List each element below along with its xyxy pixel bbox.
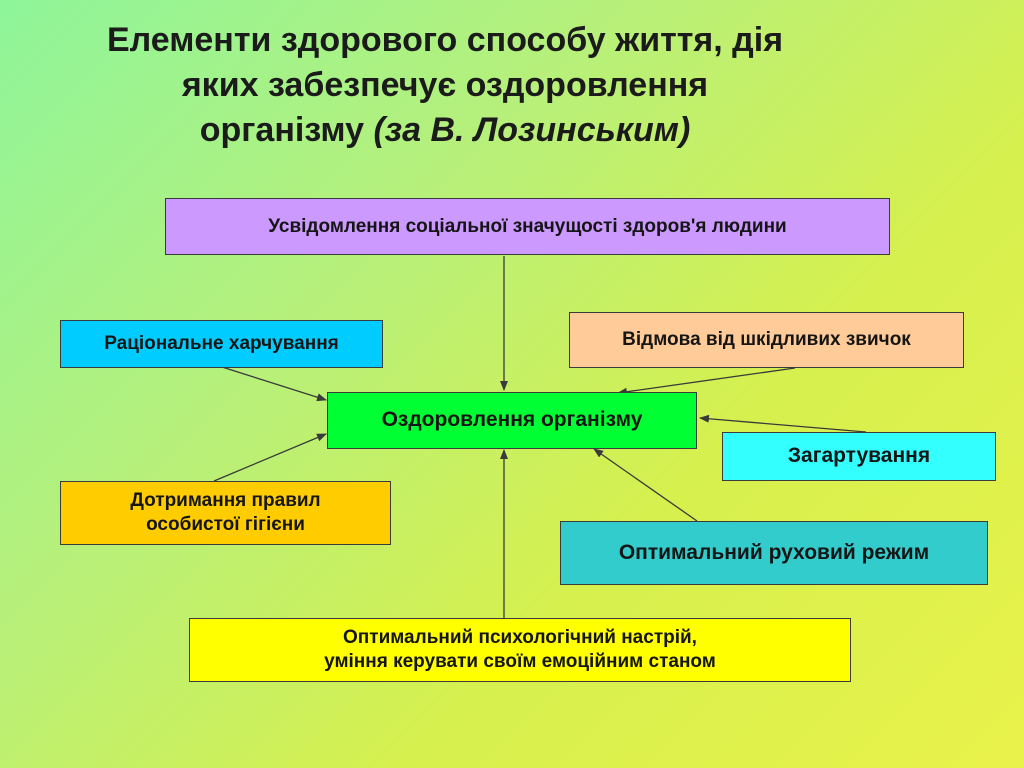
- title-line-3-prefix: організму: [199, 111, 374, 149]
- node-hygiene: Дотримання правил особистої гігієни: [60, 481, 391, 545]
- arrow-nutrition-to-center: [221, 366, 327, 402]
- node-center: Оздоровлення організму: [327, 392, 697, 449]
- node-hygiene-line-1: Дотримання правил: [130, 490, 321, 512]
- node-hardening-label: Загартування: [787, 444, 931, 468]
- node-psych: Оптимальний психологічний настрій, умінн…: [189, 618, 851, 682]
- arrow-motor-regime-to-center: [593, 448, 698, 522]
- node-quit-habits: Відмова від шкідливих звичок: [569, 312, 964, 368]
- node-motor-regime: Оптимальний руховий режим: [560, 521, 988, 585]
- node-hygiene-line-2: особистої гігієни: [146, 514, 305, 535]
- node-psych-line-1: Оптимальний психологічний настрій,: [343, 627, 697, 649]
- arrow-quit-habits-to-center: [617, 367, 796, 396]
- node-center-label: Оздоровлення організму: [381, 408, 643, 432]
- page-title: Елементи здорового способу життя, дія як…: [20, 18, 870, 153]
- arrow-hygiene-to-center: [213, 433, 327, 482]
- title-line-2: яких забезпечує оздоровлення: [181, 66, 709, 104]
- node-hardening: Загартування: [722, 432, 996, 481]
- node-nutrition: Раціональне харчування: [60, 320, 383, 368]
- title-line-1: Елементи здорового способу життя, дія: [106, 21, 784, 59]
- node-quit-habits-label: Відмова від шкідливих звичок: [622, 329, 911, 351]
- title-author: (за В. Лозинським): [373, 111, 691, 149]
- node-nutrition-label: Раціональне харчування: [104, 333, 339, 355]
- node-psych-line-2: уміння керувати своїм емоційним станом: [324, 651, 716, 672]
- node-motor-regime-label: Оптимальний руховий режим: [618, 540, 930, 564]
- title-line-3: організму (за В. Лозинським): [20, 108, 870, 153]
- arrow-hardening-to-center: [699, 414, 867, 433]
- node-awareness-label: Усвідомлення соціальної значущості здоро…: [268, 215, 787, 237]
- node-awareness: Усвідомлення соціальної значущості здоро…: [165, 198, 890, 255]
